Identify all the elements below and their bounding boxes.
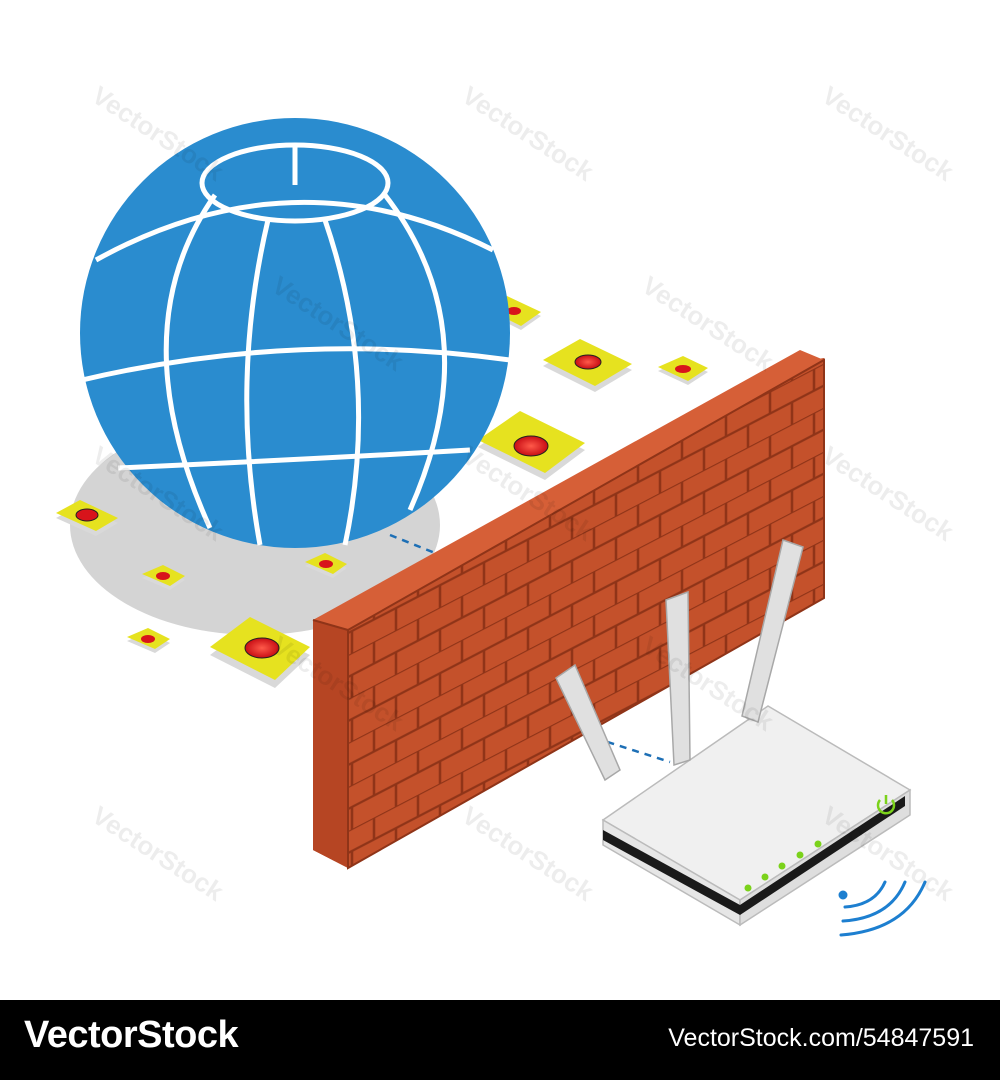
connection-line bbox=[389, 533, 441, 557]
svg-text:VectorStock: VectorStock bbox=[457, 80, 600, 187]
svg-text:VectorStock: VectorStock bbox=[817, 440, 960, 547]
threat-tile bbox=[305, 553, 347, 578]
threat-tile bbox=[543, 339, 632, 392]
threat-tile bbox=[658, 356, 708, 385]
firewall-illustration: VectorStock VectorStock VectorStock Vect… bbox=[56, 80, 960, 937]
globe-icon bbox=[80, 118, 511, 548]
router-antennas bbox=[555, 539, 804, 782]
svg-text:VectorStock: VectorStock bbox=[817, 80, 960, 187]
svg-text:VectorStock: VectorStock bbox=[457, 800, 600, 907]
threat-tiles bbox=[56, 296, 708, 688]
stock-id: VectorStock.com/54847591 bbox=[668, 1024, 974, 1052]
power-icon bbox=[876, 795, 896, 815]
threat-tile bbox=[56, 500, 118, 536]
wifi-signal-icon bbox=[838, 880, 927, 937]
threat-tile bbox=[142, 565, 185, 590]
svg-text:VectorStock: VectorStock bbox=[87, 800, 230, 907]
router-leds bbox=[744, 840, 822, 892]
threat-tile bbox=[478, 411, 585, 480]
firewall-icon bbox=[312, 350, 825, 870]
brand-logo: VectorStock bbox=[24, 1014, 239, 1056]
threat-tile bbox=[210, 617, 310, 688]
svg-text:VectorStock: VectorStock bbox=[637, 270, 780, 377]
router-icon bbox=[555, 539, 912, 927]
footer-bar: VectorStock VectorStock.com/54847591 bbox=[0, 1000, 1000, 1080]
threat-tile bbox=[127, 628, 170, 653]
